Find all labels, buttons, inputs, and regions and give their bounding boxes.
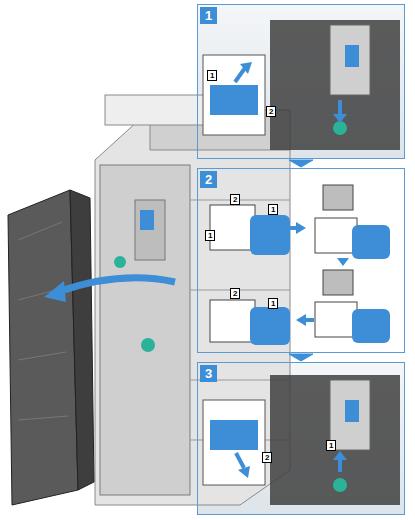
cartridge-grip <box>250 307 290 345</box>
step-panel: 2 <box>197 168 405 353</box>
lever <box>141 338 155 352</box>
cartridge-case <box>210 205 255 250</box>
move-arrow-head <box>333 451 347 460</box>
callout-number: 2 <box>230 288 240 299</box>
door-ribs <box>18 222 68 420</box>
output-tray <box>105 95 210 125</box>
stapler-unit <box>330 25 370 95</box>
step-number: 1 <box>200 7 217 24</box>
move-arrow <box>236 453 244 468</box>
move-arrow <box>338 458 342 472</box>
cartridge-case <box>210 300 255 342</box>
cartridge-grip <box>250 215 290 255</box>
staple-cartridge <box>345 400 359 422</box>
callout-number: 1 <box>207 70 217 81</box>
move-arrow-head <box>238 466 250 478</box>
step-arrow <box>305 318 314 322</box>
front-door <box>8 190 78 505</box>
move-arrow-head <box>333 114 347 123</box>
cartridge-case <box>315 302 357 337</box>
unit-housing <box>270 20 400 150</box>
callout-number: 1 <box>268 298 278 309</box>
door-edge <box>70 190 94 490</box>
step-arrow <box>289 160 313 167</box>
step-number: 2 <box>200 171 217 188</box>
move-arrow <box>338 100 342 116</box>
lever <box>114 256 126 268</box>
staple-pack <box>323 185 353 210</box>
inset-frame <box>203 400 265 485</box>
machine-interior <box>100 165 190 495</box>
callout-number: 1 <box>205 230 215 241</box>
callout-number: 2 <box>262 452 272 463</box>
callout-number: 1 <box>326 440 336 451</box>
step-panel: 1 <box>197 4 405 159</box>
cartridge-grip <box>352 309 390 343</box>
staple-cartridge <box>345 45 359 67</box>
step-arrow <box>296 314 306 326</box>
lever <box>333 478 347 492</box>
unit-housing <box>270 375 400 505</box>
move-arrow-head <box>240 62 252 74</box>
staple-pack <box>323 270 353 295</box>
open-arrow-head <box>44 281 66 302</box>
step-arrow <box>288 226 297 230</box>
step-arrow <box>289 354 313 361</box>
callout-number: 2 <box>266 106 276 117</box>
staple-cartridge <box>210 420 258 450</box>
staple-cartridge <box>140 210 154 230</box>
callout-number: 1 <box>268 204 278 215</box>
staple-cartridge <box>210 85 258 115</box>
stapler-unit <box>135 200 165 260</box>
move-arrow <box>235 68 245 82</box>
step-arrow <box>296 222 306 234</box>
step-number: 3 <box>200 365 217 382</box>
callout-number: 2 <box>230 194 240 205</box>
cartridge-case <box>315 218 357 253</box>
cartridge-grip <box>352 225 390 259</box>
inset-frame <box>203 55 265 135</box>
machine-body <box>95 110 290 505</box>
step-arrow <box>337 258 349 266</box>
step-panel: 3 <box>197 362 405 515</box>
lever <box>333 121 347 135</box>
open-arrow <box>58 278 175 292</box>
